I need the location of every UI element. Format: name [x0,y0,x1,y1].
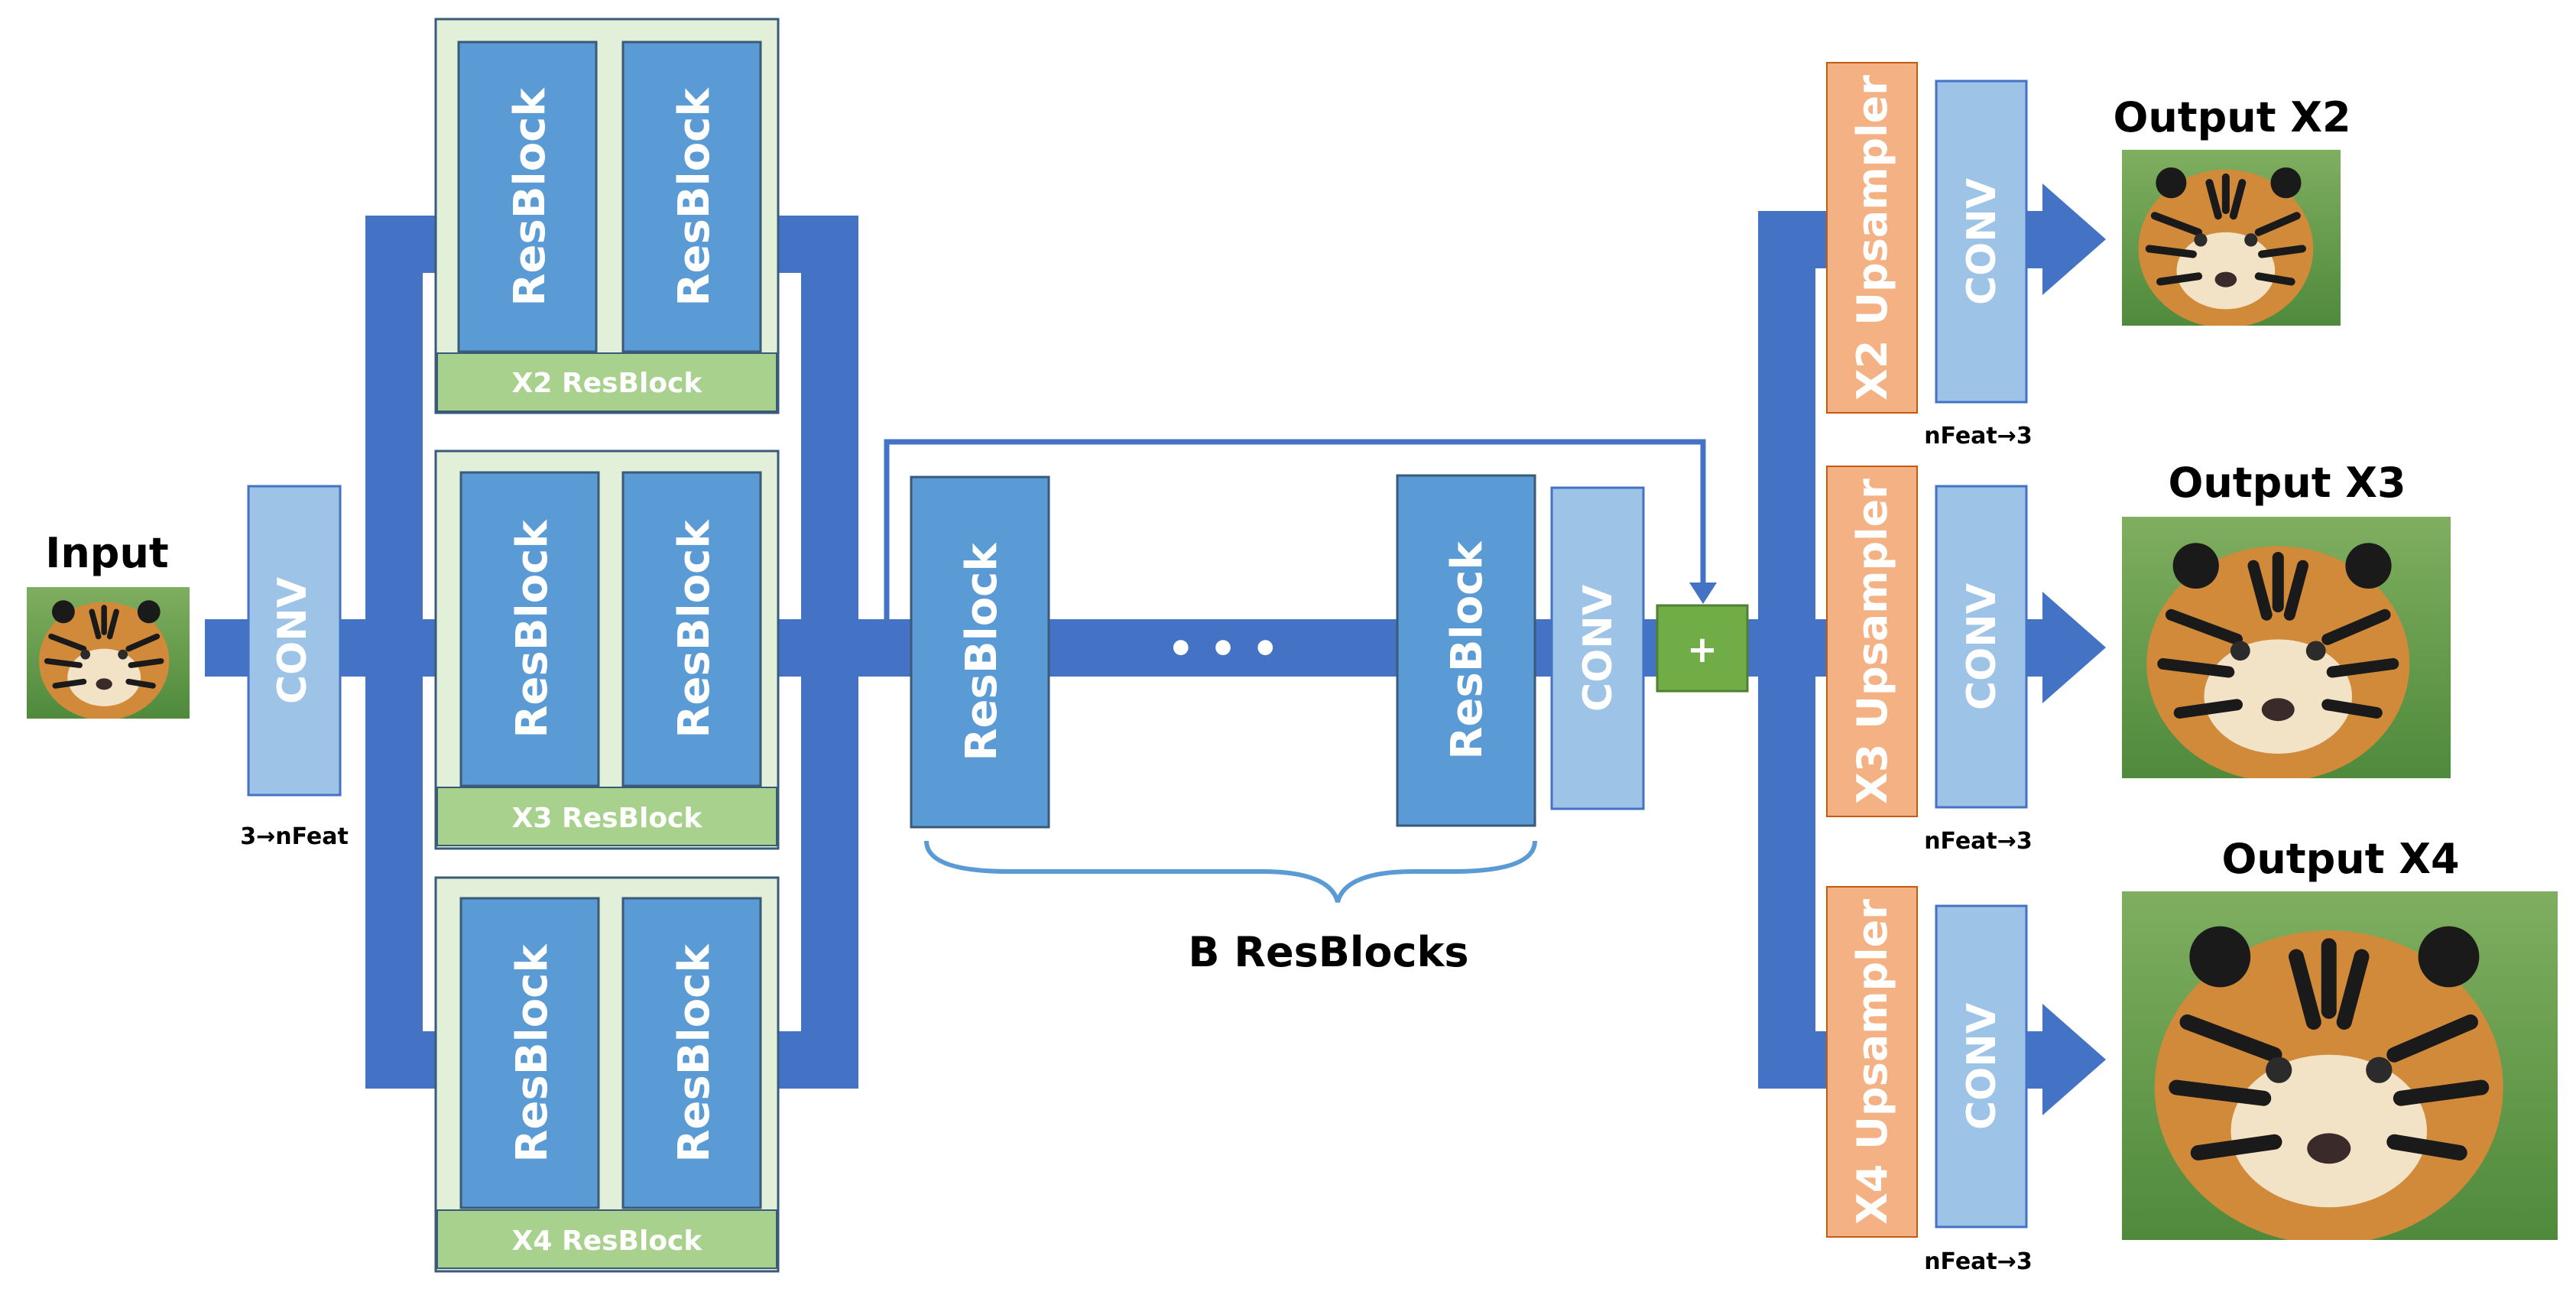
skip-arrow-head [1689,583,1717,604]
upsampler-x2: X2 Upsampler CONV nFeat→3 [1826,62,2033,450]
upsampler-x3: X3 Upsampler CONV nFeat→3 [1826,466,2033,855]
resblock-label: ResBlock [508,519,557,738]
input-image [27,587,190,720]
resblock-label: ResBlock [957,542,1007,761]
resblock-label: ResBlock [670,943,719,1163]
upsampler-label: X4 Upsampler [1848,899,1896,1225]
upsampler-label: X2 Upsampler [1848,75,1896,401]
branch-label: X3 ResBlock [512,803,703,834]
body-first-resblock: ResBlock [910,475,1050,829]
upsampler-conv-label: CONV [1959,178,2005,305]
resblock [459,471,600,787]
branch-label: X4 ResBlock [512,1225,703,1257]
arrow-head-x3 [2042,592,2106,703]
skip-connection [884,439,1706,627]
upsampler-x4: X4 Upsampler CONV nFeat→3 [1826,886,2033,1275]
output-trunk [1758,183,2106,1115]
resblock-label: ResBlock [670,519,719,738]
head-conv: CONV [247,485,342,797]
output-x4-label: Output X4 [2221,835,2459,883]
add-symbol: + [1687,628,1718,671]
resblock [457,41,598,353]
branch-x4: ResBlock ResBlock X4 ResBlock [434,876,780,1273]
upsampler-conv [1935,485,2028,809]
resblock [459,897,600,1209]
resblock-label: ResBlock [670,87,719,307]
resblock-label: ResBlock [508,943,557,1163]
output-x3-image [2122,517,2451,781]
ellipsis: • • • [1167,625,1279,674]
upsampler-label: X3 Upsampler [1848,479,1896,804]
upsampler-conv [1935,80,2028,404]
arrow-head-x4 [2042,1004,2106,1115]
upsampler-note: nFeat→3 [1924,423,2033,450]
head-conv-note: 3→nFeat [240,823,349,850]
body-conv: CONV [1550,486,1645,810]
branch-label: X2 ResBlock [512,368,703,399]
output-x3-label: Output X3 [2168,459,2406,507]
b-resblocks-brace [924,840,1537,903]
branch-x3: ResBlock ResBlock X3 ResBlock [434,450,780,850]
resblock [621,897,762,1209]
input-label: Input [45,529,168,577]
add-node: + [1656,604,1749,693]
output-x2-label: Output X2 [2113,93,2351,141]
arrow-head-x2 [2042,183,2106,295]
output-x4-image [2122,891,2558,1245]
head-conv-label: CONV [270,577,316,704]
output-x2-image [2122,150,2341,328]
body-last-resblock: ResBlock [1396,474,1536,827]
upsampler-note: nFeat→3 [1924,1248,2033,1275]
upsampler-note: nFeat→3 [1924,828,2033,855]
branch-x2: ResBlock ResBlock X2 ResBlock [434,18,780,414]
upsampler-conv [1935,904,2028,1228]
resblock [621,471,762,787]
upsampler-conv-label: CONV [1959,583,2005,710]
resblock-label: ResBlock [505,87,555,307]
upsampler-conv-label: CONV [1959,1003,2005,1130]
resblock [621,41,762,353]
brace-label: B ResBlocks [1188,928,1468,976]
resblock-label: ResBlock [1442,540,1492,760]
body-conv-label: CONV [1575,585,1621,712]
